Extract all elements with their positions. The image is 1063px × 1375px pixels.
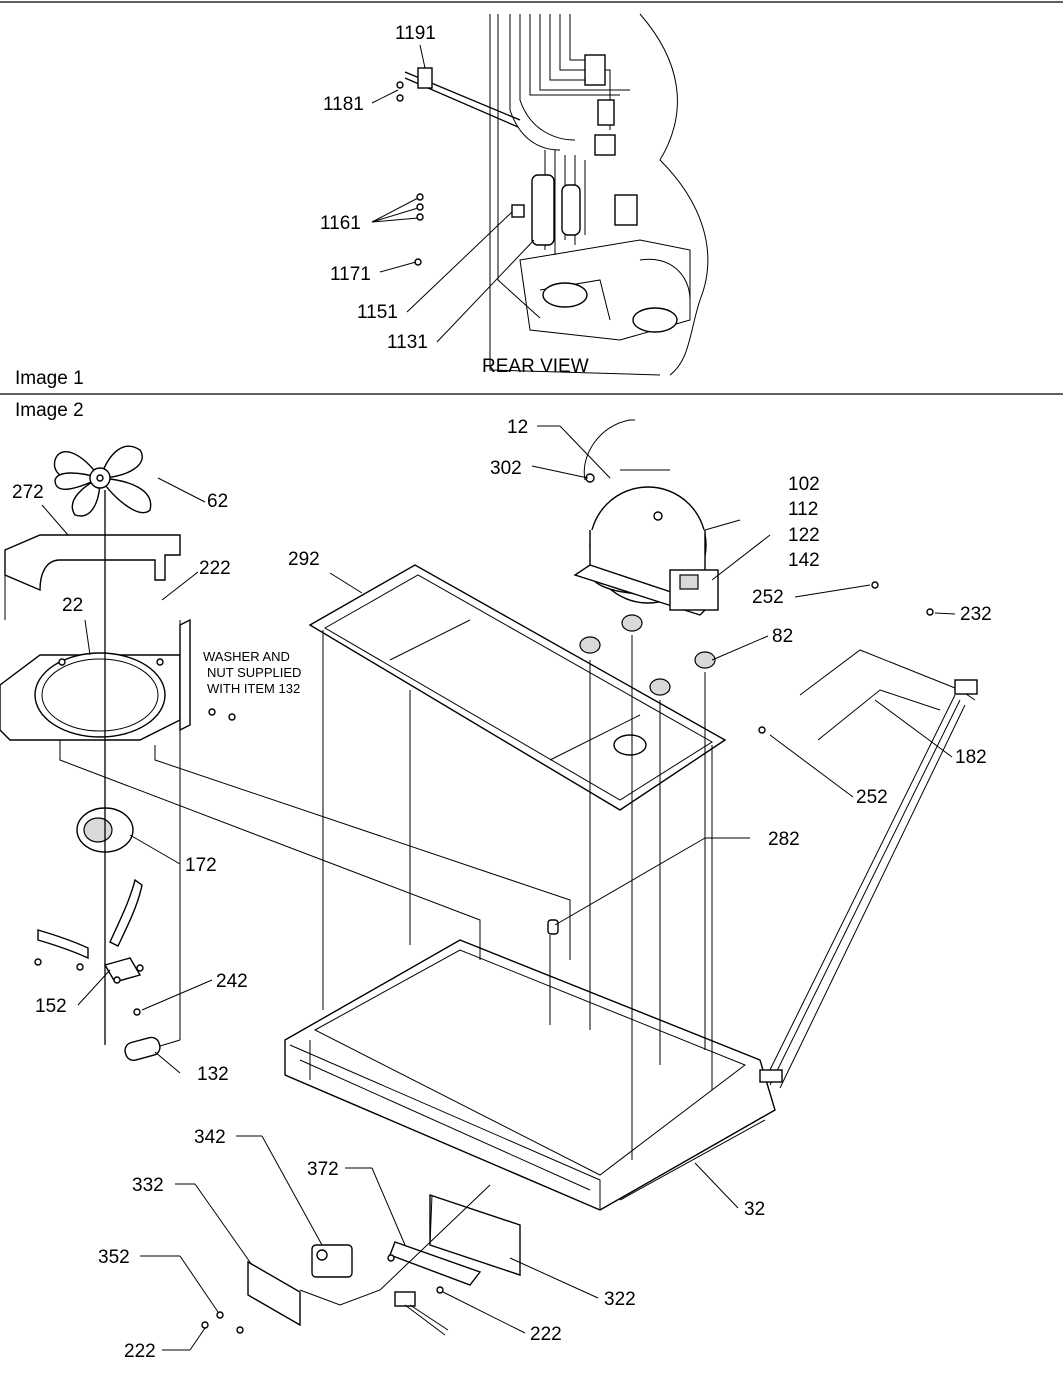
fan-bracket-illustration (0, 618, 236, 741)
callout-232: 232 (960, 604, 992, 625)
drain-pan-illustration (308, 564, 727, 811)
callout-1161: 1161 (320, 213, 361, 234)
capacitor-illustration (124, 620, 181, 1061)
callout-222-right: 222 (530, 1324, 562, 1345)
wire-harness-illustration (758, 581, 978, 1089)
callout-152: 152 (35, 996, 67, 1017)
callout-302: 302 (490, 458, 522, 479)
fan-shroud-illustration (4, 534, 181, 620)
callout-62: 62 (207, 491, 228, 512)
callout-252-top: 252 (752, 587, 784, 608)
section-label-image-1: Image 1 (15, 368, 84, 389)
assembly-lines (59, 630, 713, 1306)
fan-motor-illustration (76, 490, 134, 1045)
callout-1131: 1131 (387, 332, 428, 353)
rear-view-caption: REAR VIEW (482, 356, 589, 377)
section-label-image-2: Image 2 (15, 400, 84, 421)
callout-272: 272 (12, 482, 44, 503)
defrost-timer-illustration (201, 1244, 449, 1336)
component-leaders (41, 425, 956, 1351)
callout-32: 32 (744, 1199, 765, 1220)
compressor-illustration (573, 419, 741, 616)
callout-122: 122 (788, 525, 820, 546)
callout-332: 332 (132, 1175, 164, 1196)
motor-brackets-illustration (34, 878, 144, 1016)
callout-352: 352 (98, 1247, 130, 1268)
fan-blade-illustration (53, 445, 152, 517)
base-pan-illustration (284, 939, 776, 1211)
callout-292: 292 (288, 549, 320, 570)
callout-132: 132 (197, 1064, 229, 1085)
callout-322: 322 (604, 1289, 636, 1310)
rear-view-illustration (0, 1, 1063, 376)
callout-252-bottom: 252 (856, 787, 888, 808)
callout-342: 342 (194, 1127, 226, 1148)
callout-282: 282 (768, 829, 800, 850)
callout-1181: 1181 (323, 94, 364, 115)
note-line-2: NUT SUPPLIED (207, 665, 301, 680)
assembly-note: WASHER AND NUT SUPPLIED WITH ITEM 132 (203, 649, 301, 696)
section-labels: Image 1 Image 2 REAR VIEW (15, 356, 589, 421)
callout-182: 182 (955, 747, 987, 768)
callout-222-top: 222 (199, 558, 231, 579)
callout-172: 172 (185, 855, 217, 876)
note-line-1: WASHER AND (203, 649, 290, 664)
note-line-3: WITH ITEM 132 (207, 681, 300, 696)
callout-1171: 1171 (330, 264, 371, 285)
callout-1191: 1191 (395, 23, 436, 44)
thermostat-illustration (547, 919, 559, 935)
callout-102: 102 (788, 474, 820, 495)
grommets-illustration (579, 614, 716, 696)
callout-142: 142 (788, 550, 820, 571)
callout-12: 12 (507, 417, 528, 438)
mounting-bracket-illustration (387, 1194, 521, 1294)
callout-112: 112 (788, 499, 818, 520)
callout-22: 22 (62, 595, 83, 616)
callout-372: 372 (307, 1159, 339, 1180)
callout-1151: 1151 (357, 302, 398, 323)
callout-labels: 1191 1181 1161 1171 1151 1131 12 302 102… (12, 23, 992, 1362)
callout-82: 82 (772, 626, 793, 647)
rear-view-leaders (0, 44, 1063, 395)
callout-222-left: 222 (124, 1341, 156, 1362)
callout-242: 242 (216, 971, 248, 992)
